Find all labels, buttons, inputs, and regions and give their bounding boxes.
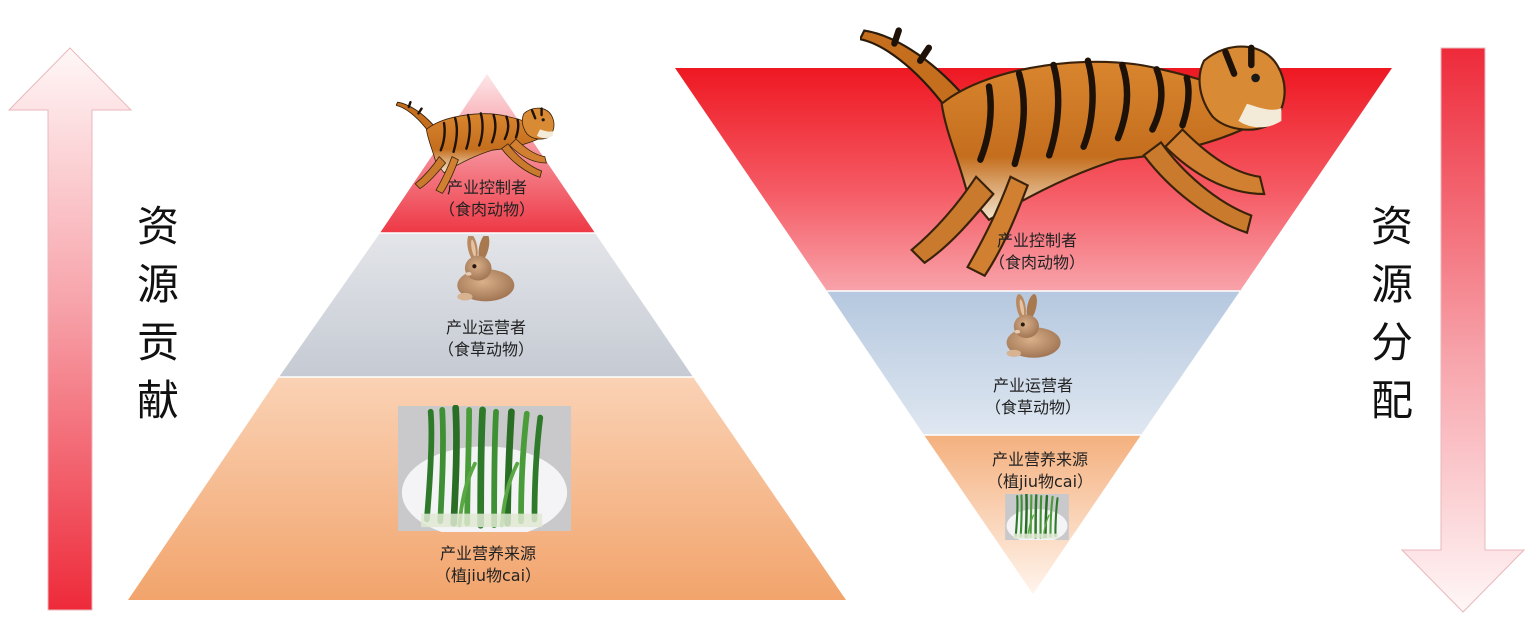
resource-contribution-arrow xyxy=(7,47,133,611)
left-pyramid-top-tier xyxy=(380,74,595,233)
right-pyramid-middle-tier xyxy=(827,291,1240,435)
right-chives-image xyxy=(1005,494,1069,540)
resource-allocation-arrow xyxy=(1400,47,1526,613)
resource-contribution-label: 资 源 贡 献 xyxy=(136,202,179,425)
resource-allocation-label: 资 源 分 配 xyxy=(1370,202,1413,425)
left-chives-image xyxy=(398,406,571,539)
left-top-tier-label: 产业控制者 （食肉动物） xyxy=(438,178,535,219)
right-bottom-tier-label: 产业营养来源 （植jiu物cai） xyxy=(986,450,1094,491)
left-bottom-tier-label: 产业营养来源 （植jiu物cai） xyxy=(434,544,542,585)
left-middle-tier-label: 产业运营者 （食草动物） xyxy=(437,318,534,359)
right-inverted-pyramid xyxy=(675,31,1392,594)
left-pyramid xyxy=(128,74,846,600)
right-top-tier-label: 产业控制者 （食肉动物） xyxy=(988,231,1085,272)
right-middle-tier-label: 产业运营者 （食草动物） xyxy=(984,376,1081,417)
left-pyramid-middle-tier xyxy=(279,233,693,377)
